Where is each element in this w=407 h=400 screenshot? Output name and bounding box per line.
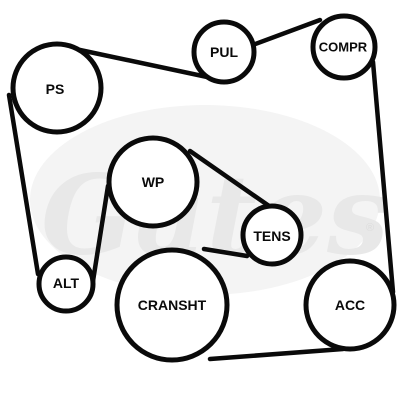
pulley-cransht: CRANSHT: [114, 247, 230, 363]
pulley-cransht-label: CRANSHT: [138, 297, 207, 313]
pulley-alt: ALT: [36, 254, 96, 314]
pulley-wp: WP: [106, 135, 200, 229]
belt-segment-wp-alt: [90, 183, 111, 284]
registered-mark: ®: [366, 222, 374, 234]
belt-segment-pul-compr: [247, 17, 323, 49]
belt-segment-alt-ps: [6, 92, 41, 277]
belt-segment-cransht-tens: [201, 246, 250, 259]
pulley-compr: COMPR: [310, 13, 378, 81]
pulley-ps: PS: [10, 41, 104, 135]
pulley-alt-label: ALT: [53, 275, 80, 291]
pulley-tens: TENS: [240, 203, 304, 267]
gates-logo-text: Gates: [41, 151, 389, 280]
belt-segment-ps-pul: [77, 47, 229, 84]
pulley-acc-label: ACC: [335, 297, 365, 313]
pulley-pul: PUL: [191, 19, 257, 85]
belt-segment-compr-acc: [370, 59, 396, 295]
pulley-compr-label: COMPR: [319, 40, 368, 55]
pulley-wp-label: WP: [142, 174, 165, 190]
pulley-ps-label: PS: [46, 81, 65, 97]
pulley-pul-label: PUL: [210, 44, 238, 60]
pulley-acc: ACC: [303, 258, 397, 352]
belt-segment-acc-cransht: [207, 346, 346, 362]
pulley-tens-label: TENS: [253, 228, 290, 244]
